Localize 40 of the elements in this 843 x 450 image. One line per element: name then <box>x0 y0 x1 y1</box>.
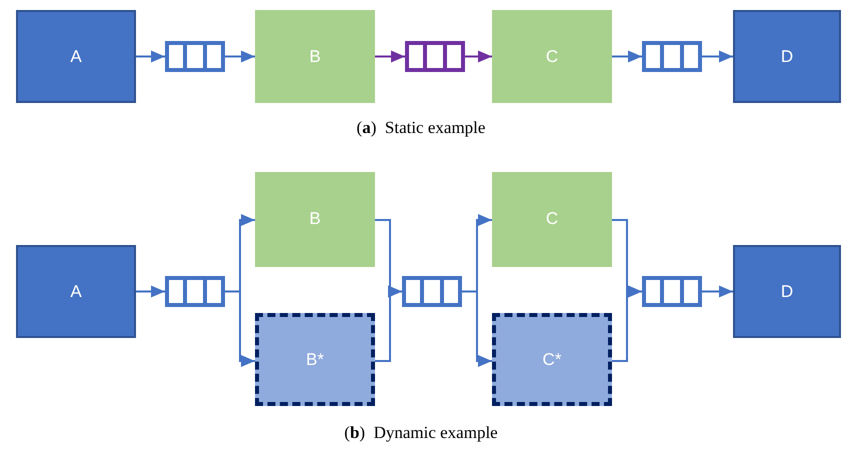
caption: (a) Static example <box>356 118 486 138</box>
arrow <box>702 286 733 298</box>
arrow <box>702 50 733 62</box>
process-box <box>255 172 375 267</box>
node-label: C <box>546 209 558 229</box>
arrow <box>136 50 165 62</box>
process-box <box>733 10 841 103</box>
queue-icon <box>642 276 702 307</box>
queue-icon <box>165 41 225 72</box>
node-label: B <box>309 46 321 66</box>
process-box <box>255 10 375 103</box>
node-label: C* <box>542 350 562 370</box>
node-label: A <box>70 46 82 66</box>
node-label: B* <box>306 350 324 370</box>
process-box <box>16 245 136 338</box>
queue-icon <box>642 41 702 72</box>
node-label: D <box>780 282 794 302</box>
process-box <box>492 172 612 267</box>
arrow <box>225 50 255 62</box>
arrow <box>612 50 642 62</box>
dashed-process-box <box>492 313 612 406</box>
arrow <box>462 214 492 292</box>
arrow <box>465 50 492 62</box>
arrow <box>612 219 642 298</box>
node-label: A <box>70 282 82 302</box>
caption: (b) Dynamic example <box>344 423 498 443</box>
arrow <box>225 214 255 292</box>
node-label: B <box>309 209 321 229</box>
queue-icon <box>402 276 462 307</box>
process-box <box>16 10 136 103</box>
node-label: C <box>546 46 558 66</box>
arrow <box>136 286 165 298</box>
dashed-process-box <box>255 313 375 406</box>
arrow <box>375 219 402 298</box>
process-box <box>733 245 841 338</box>
arrow <box>375 50 405 62</box>
queue-icon <box>405 41 465 72</box>
queue-icon <box>165 276 225 307</box>
process-box <box>492 10 612 103</box>
node-label: D <box>780 46 794 66</box>
